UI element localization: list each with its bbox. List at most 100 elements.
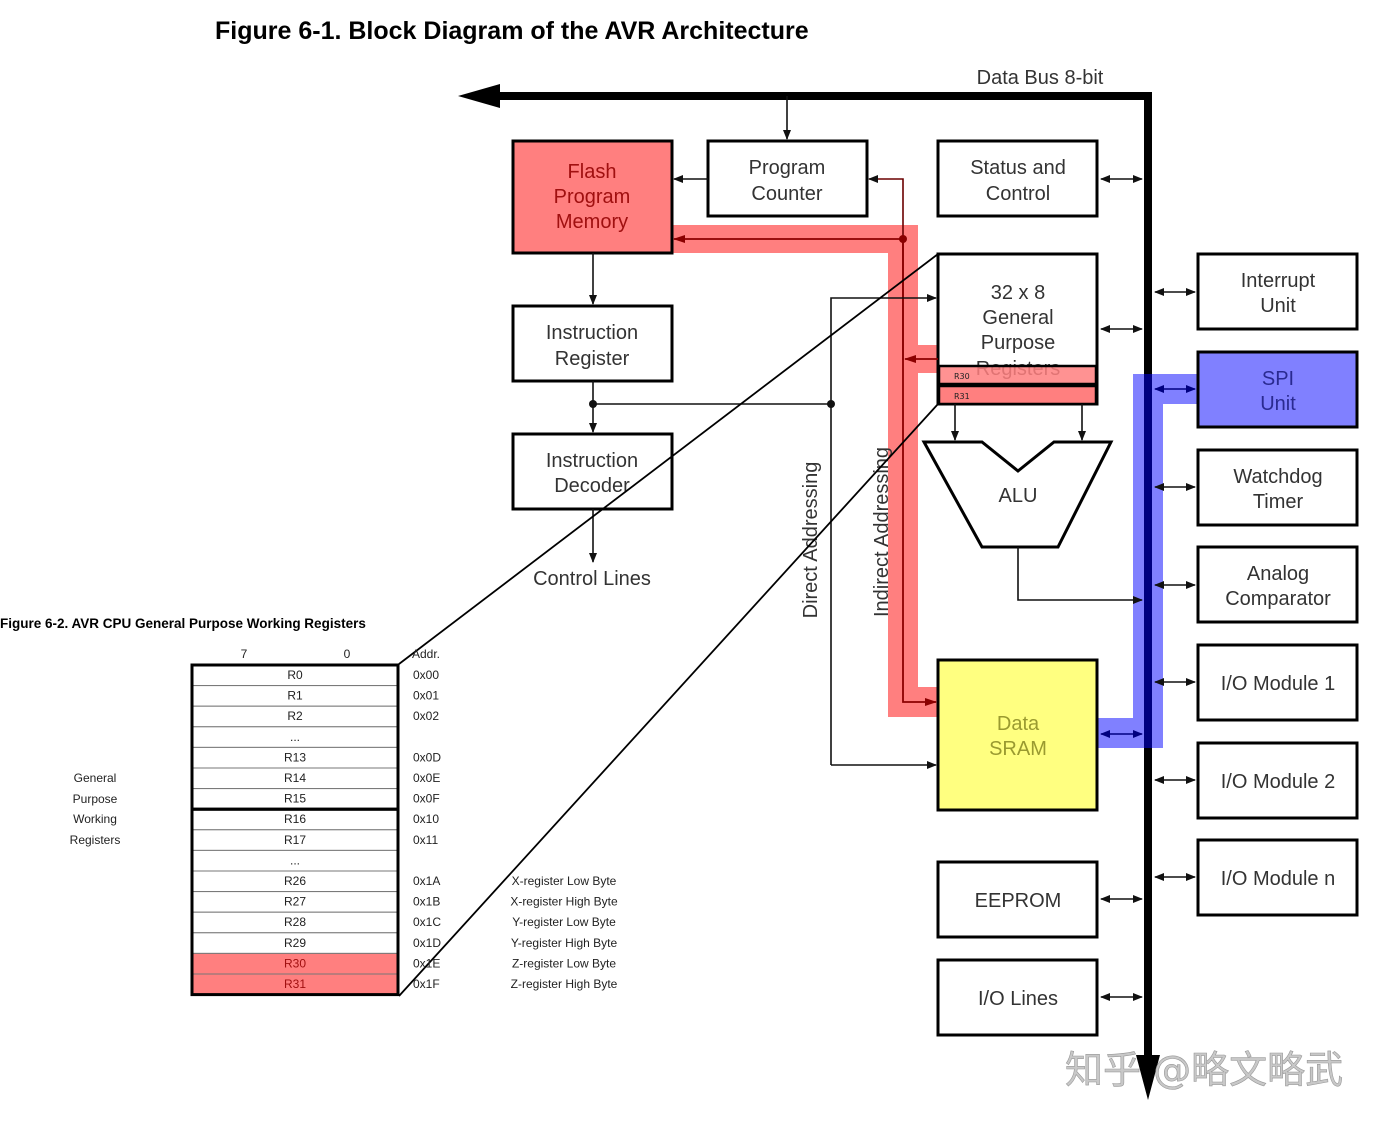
register-row: R17 0x11: [191, 829, 438, 851]
register-side-label: General Purpose Working Registers: [70, 771, 121, 847]
svg-text:Purpose: Purpose: [73, 792, 118, 806]
instruction-decoder-block: Instruction Decoder: [511, 432, 674, 511]
register-note: X-register Low Byte: [512, 874, 617, 888]
svg-text:I/O Module 2: I/O Module 2: [1221, 771, 1336, 793]
register-address: 0x1D: [413, 936, 441, 950]
svg-text:Program: Program: [554, 186, 631, 208]
analog-comparator-block: Analog Comparator: [1196, 545, 1359, 624]
instruction-register-block: Instruction Register: [511, 304, 674, 383]
register-name: R15: [284, 792, 306, 806]
register-address: 0x02: [413, 709, 439, 723]
register-name: R31: [284, 977, 306, 991]
gp-registers-block: 32 x 8 General Purpose Registers R30 R31: [936, 252, 1099, 406]
svg-text:Purpose: Purpose: [981, 332, 1056, 354]
figure-1-title: Figure 6-1. Block Diagram of the AVR Arc…: [215, 17, 809, 45]
svg-text:Program: Program: [749, 157, 826, 179]
io-module-2-block: I/O Module 2: [1196, 741, 1359, 820]
alu-block: ALU: [921, 440, 1114, 549]
bit-0-label: 0: [344, 647, 351, 661]
register-name: R29: [284, 936, 306, 950]
svg-text:Timer: Timer: [1253, 491, 1304, 513]
register-note: Z-register High Byte: [511, 977, 618, 991]
svg-text:Watchdog: Watchdog: [1233, 466, 1322, 488]
register-row: R1 0x01: [191, 685, 439, 707]
svg-text:EEPROM: EEPROM: [975, 890, 1062, 912]
svg-text:Memory: Memory: [556, 211, 628, 233]
register-address: 0x11: [413, 833, 438, 847]
register-address: 0x1A: [413, 874, 440, 888]
register-address: 0x1F: [413, 977, 440, 991]
register-name: R30: [284, 956, 306, 970]
svg-text:SPI: SPI: [1262, 368, 1294, 390]
bit-7-label: 7: [241, 647, 248, 661]
svg-text:R30: R30: [954, 372, 970, 381]
register-address: 0x10: [413, 812, 439, 826]
svg-text:Register: Register: [555, 348, 630, 370]
status-control-block: Status and Control: [936, 139, 1099, 218]
watermark: 知乎 @略文略武: [1065, 1048, 1343, 1092]
io-module-1-block: I/O Module 1: [1196, 643, 1359, 722]
svg-text:Analog: Analog: [1247, 563, 1309, 585]
figure-2-title: Figure 6-2. AVR CPU General Purpose Work…: [0, 616, 366, 631]
svg-text:I/O Lines: I/O Lines: [978, 988, 1058, 1010]
svg-text:Unit: Unit: [1260, 295, 1296, 317]
program-counter-block: Program Counter: [706, 139, 869, 218]
svg-text:Counter: Counter: [751, 183, 822, 205]
register-address: 0x01: [413, 689, 439, 703]
register-row: R15 0x0F: [191, 788, 440, 810]
register-row: R31 0x1F Z-register High Byte: [191, 973, 618, 996]
register-address: 0x0E: [413, 771, 440, 785]
io-module-n-block: I/O Module n: [1196, 838, 1359, 917]
gp-register-r30: [937, 364, 1098, 386]
svg-text:Decoder: Decoder: [554, 475, 630, 497]
io-lines-block: I/O Lines: [936, 958, 1099, 1037]
register-note: Z-register Low Byte: [512, 956, 616, 970]
zoom-connector-bottom: [398, 403, 939, 997]
svg-text:Registers: Registers: [70, 833, 121, 847]
svg-text:Interrupt: Interrupt: [1241, 270, 1316, 292]
addr-header: Addr.: [412, 647, 440, 661]
data-bus-arrow-down-icon: [1136, 1055, 1160, 1100]
data-bus-label: Data Bus 8-bit: [977, 67, 1104, 89]
data-sram-block: Data SRAM: [936, 658, 1099, 812]
svg-text:I/O Module n: I/O Module n: [1221, 868, 1336, 890]
register-note: Y-register Low Byte: [512, 915, 616, 929]
data-bus: Data Bus 8-bit: [458, 67, 1160, 1100]
register-name: R13: [284, 750, 306, 764]
register-name: R2: [287, 709, 303, 723]
register-row: ...: [191, 726, 399, 748]
register-address: 0x00: [413, 668, 439, 682]
register-row: ...: [191, 849, 399, 872]
register-name: R0: [287, 668, 303, 682]
register-name: ...: [290, 853, 300, 867]
direct-addressing-label: Direct Addressing: [800, 462, 822, 619]
control-lines-label: Control Lines: [533, 568, 651, 590]
register-name: R26: [284, 874, 306, 888]
register-row: R14 0x0E: [191, 767, 440, 790]
register-address: 0x0F: [413, 792, 440, 806]
svg-text:ALU: ALU: [999, 485, 1038, 507]
svg-text:Comparator: Comparator: [1225, 588, 1331, 610]
watchdog-timer-block: Watchdog Timer: [1196, 448, 1359, 527]
signal-wires: [589, 96, 1196, 1001]
register-name: R1: [287, 689, 303, 703]
register-address: 0x1C: [413, 915, 441, 929]
gp-register-r31: [937, 384, 1098, 406]
svg-text:General: General: [74, 771, 117, 785]
register-name: R17: [284, 833, 306, 847]
svg-text:Status and: Status and: [970, 157, 1066, 179]
register-note: Y-register High Byte: [511, 936, 618, 950]
register-name: R14: [284, 771, 306, 785]
register-name: ...: [290, 730, 300, 744]
svg-text:32 x 8: 32 x 8: [991, 282, 1045, 304]
indirect-addressing-label: Indirect Addressing: [871, 447, 893, 617]
register-name: R27: [284, 895, 306, 909]
register-group-high-outline: [190, 807, 400, 997]
data-bus-arrow-left-icon: [458, 84, 500, 108]
svg-text:R31: R31: [954, 392, 970, 401]
